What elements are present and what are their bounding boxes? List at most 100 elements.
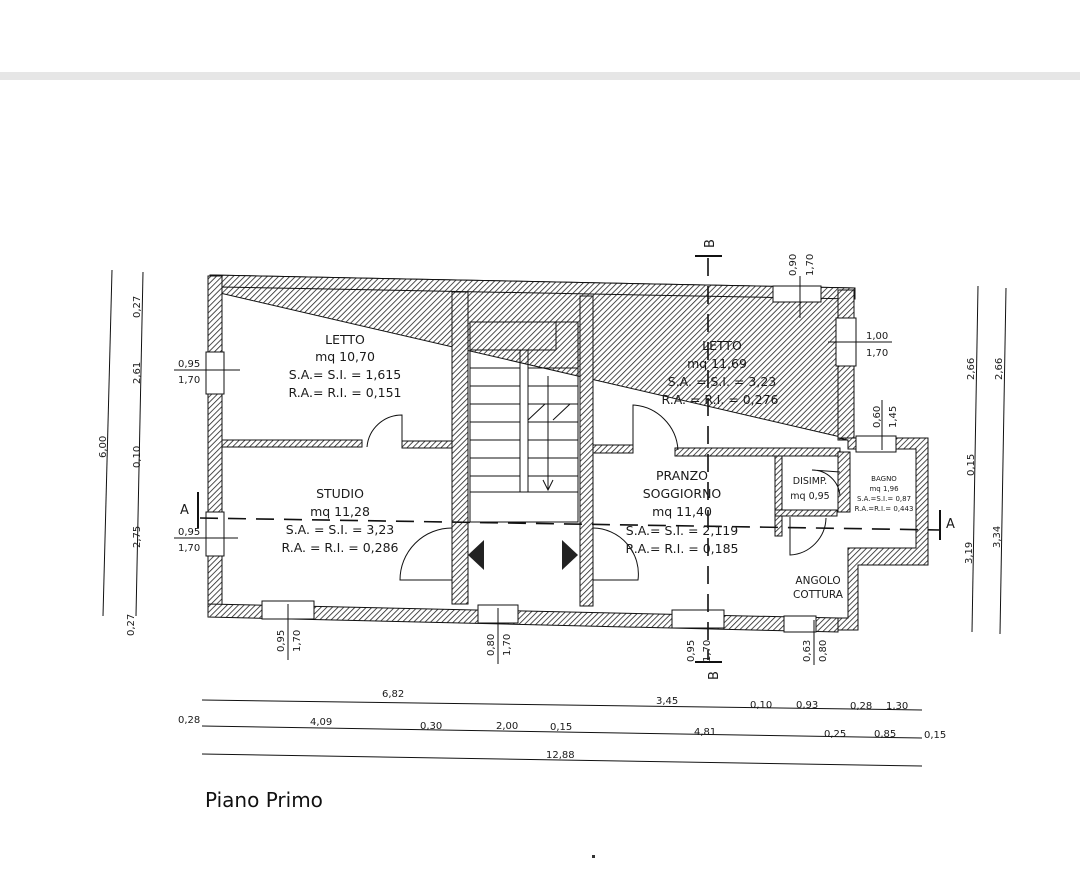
window-label-bottom-2: 0,80 1,70: [486, 608, 513, 664]
room-letto-1-ra: R.A.= R.I. = 0,151: [288, 385, 401, 400]
window-bottom-4-top: 0,63: [802, 640, 813, 662]
section-mark-b-top: B: [703, 239, 718, 248]
room-letto-1-area: mq 10,70: [315, 349, 375, 364]
dim-bottom-row2-2: 0,30: [420, 721, 442, 732]
room-cottura-name: COTTURA: [793, 589, 844, 601]
dimensions-left: 6,00 0,27 2,61 0,10 2,75 0,27: [98, 269, 144, 636]
dim-left-d2: 2,61: [132, 362, 143, 384]
dim-right-r2: 0,15: [966, 454, 977, 476]
window-label-bagno: 0,60 1,45: [872, 400, 899, 450]
window-studio-bottom: 1,70: [178, 543, 200, 554]
dim-left-d1: 0,27: [132, 296, 143, 318]
window-label-letto-1: 0,95 1,70: [174, 359, 240, 386]
window-bottom-3-bottom: 1,70: [702, 640, 713, 662]
room-angolo-cottura: ANGOLO COTTURA: [793, 575, 844, 601]
dim-bottom-row1-5: 1,30: [886, 701, 908, 712]
room-bagno-area: mq 1,96: [869, 485, 899, 493]
dim-right-r1: 2,66: [966, 358, 977, 380]
room-pranzo-soggiorno: PRANZO SOGGIORNO mq 11,40 S.A.= S.I. = 2…: [625, 468, 738, 556]
dim-bottom-row2-1: 4,09: [310, 717, 332, 728]
room-letto-2-ra: R.A. = R.I. = 0,276: [661, 392, 778, 407]
room-pranzo-area: mq 11,40: [652, 504, 712, 519]
top-divider-bar: [0, 72, 1080, 80]
window-letto-2-top-bottom: 1,70: [805, 254, 816, 276]
dim-right-r4: 2,66: [994, 358, 1005, 380]
room-pranzo-ra: R.A.= R.I. = 0,185: [625, 541, 738, 556]
dim-left-d5: 0,27: [126, 614, 137, 636]
dim-bottom-total: 12,88: [546, 750, 575, 761]
dim-bottom-row2-5: 4,81: [694, 727, 716, 738]
room-studio-name: STUDIO: [316, 486, 364, 501]
room-disimp-area: mq 0,95: [790, 491, 829, 502]
section-lines: [197, 255, 941, 663]
section-mark-b-bottom: B: [707, 671, 722, 680]
room-bagno-sa: S.A.=S.I.= 0,87: [857, 495, 911, 503]
dim-bottom-row1-1: 3,45: [656, 696, 678, 707]
window-bottom-2-bottom: 1,70: [502, 634, 513, 656]
window-bagno-top: 0,60: [872, 406, 883, 428]
room-studio-ra: R.A. = R.I. = 0,286: [281, 540, 398, 555]
window-label-studio: 0,95 1,70: [174, 527, 238, 554]
section-mark-a-right: A: [946, 517, 955, 532]
room-disimp: DISIMP. mq 0,95: [790, 476, 829, 502]
dim-left-d3: 0,10: [132, 446, 143, 468]
window-label-bottom-3: 0,95 1,70: [686, 640, 713, 662]
window-bottom-4-bottom: 0,80: [818, 640, 829, 662]
dim-bottom-row1-0: 6,82: [382, 689, 404, 700]
room-studio: STUDIO mq 11,28 S.A. = S.I. = 3,23 R.A. …: [281, 486, 398, 555]
window-letto-2-top-top: 0,90: [788, 254, 799, 276]
room-studio-sa: S.A. = S.I. = 3,23: [286, 522, 394, 537]
room-letto-2-name: LETTO: [702, 338, 742, 353]
room-letto-2: LETTO mq 11,69 S.A. = S.I. = 3,23 R.A. =…: [661, 338, 778, 407]
window-letto-1-bottom: 1,70: [178, 375, 200, 386]
window-bottom-3-top: 0,95: [686, 640, 697, 662]
room-studio-area: mq 11,28: [310, 504, 370, 519]
dim-right-r3: 3,19: [964, 542, 975, 564]
dim-bottom-row2-8: 0,15: [924, 730, 946, 741]
window-label-letto-2-top: 0,90 1,70: [788, 254, 816, 318]
dim-bottom-row2-7: 0,85: [874, 729, 896, 740]
room-angolo-name: ANGOLO: [795, 575, 840, 587]
room-letto-1-sa: S.A.= S.I. = 1,615: [289, 367, 401, 382]
interior-walls: [221, 291, 851, 607]
window-letto-2-right-bottom: 1,70: [866, 348, 888, 359]
window-label-bottom-1: 0,95 1,70: [276, 604, 303, 660]
window-bottom-2-top: 0,80: [486, 634, 497, 656]
room-bagno: BAGNO mq 1,96 S.A.=S.I.= 0,87 R.A.=R.I.=…: [855, 475, 914, 513]
staircase: [469, 321, 579, 523]
room-letto-1-name: LETTO: [325, 332, 365, 347]
dimensions-right: 2,66 0,15 3,19 2,66 3,34: [964, 285, 1007, 635]
window-letto-2-right-top: 1,00: [866, 331, 888, 342]
room-soggiorno-name: SOGGIORNO: [643, 486, 722, 501]
window-label-letto-2-right: 1,00 1,70: [828, 331, 892, 359]
room-letto-2-sa: S.A. = S.I. = 3,23: [668, 374, 776, 389]
window-bottom-1-top: 0,95: [276, 630, 287, 652]
window-bottom-1-bottom: 1,70: [292, 630, 303, 652]
room-pranzo-sa: S.A.= S.I. = 2,119: [626, 523, 738, 538]
window-bagno-bottom: 1,45: [888, 406, 899, 428]
dim-left-d4: 2,75: [132, 526, 143, 548]
floor-caption: Piano Primo: [205, 788, 323, 812]
room-letto-1: LETTO mq 10,70 S.A.= S.I. = 1,615 R.A.= …: [288, 332, 401, 400]
dim-bottom-row2-4: 0,15: [550, 722, 572, 733]
doors: [366, 404, 841, 581]
dimensions-bottom: 6,82 3,45 0,10 0,93 0,28 1,30 0,28 4,09 …: [178, 689, 946, 767]
room-bagno-ra: R.A.=R.I.= 0,443: [855, 505, 914, 513]
dim-bottom-row1-2: 0,10: [750, 700, 772, 711]
stray-dot: [592, 855, 595, 858]
dim-left-total: 6,00: [98, 436, 109, 458]
dim-bottom-row2-3: 2,00: [496, 721, 518, 732]
dim-bottom-row1-4: 0,28: [850, 701, 872, 712]
dim-bottom-row2-6: 0,25: [824, 729, 846, 740]
dim-bottom-row1-3: 0,93: [796, 700, 818, 711]
section-mark-a-left: A: [180, 503, 189, 518]
room-pranzo-name: PRANZO: [656, 468, 708, 483]
room-disimp-name: DISIMP.: [793, 476, 827, 487]
window-letto-1-top: 0,95: [178, 359, 200, 370]
windows: [205, 285, 897, 633]
room-bagno-name: BAGNO: [871, 475, 897, 483]
room-letto-2-area: mq 11,69: [687, 356, 747, 371]
window-label-bottom-4: 0,63 0,80: [802, 620, 829, 665]
dim-right-r5: 3,34: [992, 526, 1003, 548]
